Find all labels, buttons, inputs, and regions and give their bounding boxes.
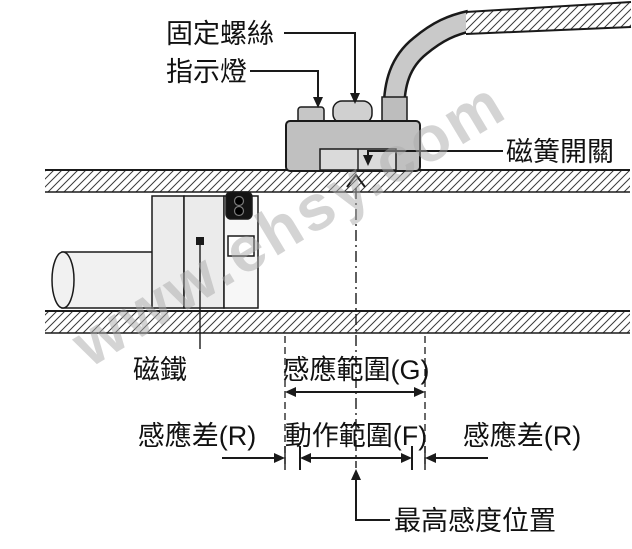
sensor-cable (382, 9, 473, 111)
indicator-light-label: 指示燈 (166, 57, 247, 87)
cable-end-hatched (465, 1, 632, 35)
magnet-callout: 磁鐵 (133, 237, 204, 385)
hysteresis-left-label: 感應差(R) (138, 421, 256, 451)
cable-gland (381, 96, 408, 124)
operating-range-label: 動作範圍(F) (285, 421, 427, 451)
reed-switch-position-mark (346, 173, 366, 188)
hysteresis-right-label: 感應差(R) (463, 421, 581, 451)
sensor (285, 96, 421, 172)
hysteresis-left-dimension: 感應差(R) (138, 421, 286, 470)
reed-switch-callout: 磁簧開關 (363, 137, 614, 167)
operating-range-dimension: 動作範圍(F) (285, 421, 427, 470)
magnet-label: 磁鐵 (133, 355, 187, 385)
sensing-range-label: 感應範圍(G) (283, 355, 430, 385)
reed-switch-label: 磁簧開關 (506, 137, 614, 167)
indicator-light-callout: 指示燈 (166, 57, 323, 108)
fixing-screw (332, 100, 373, 124)
sensing-range-dimension: 感應範圍(G) (283, 355, 430, 397)
cylinder-bottom-wall (45, 310, 630, 334)
fixing-screw-label: 固定螺絲 (166, 19, 274, 49)
max-sensitivity-callout: 最高感度位置 (351, 469, 556, 536)
max-sensitivity-label: 最高感度位置 (394, 506, 556, 536)
hysteresis-right-dimension: 感應差(R) (424, 421, 581, 470)
magnet (225, 191, 253, 220)
fixing-screw-callout: 固定螺絲 (166, 19, 360, 104)
